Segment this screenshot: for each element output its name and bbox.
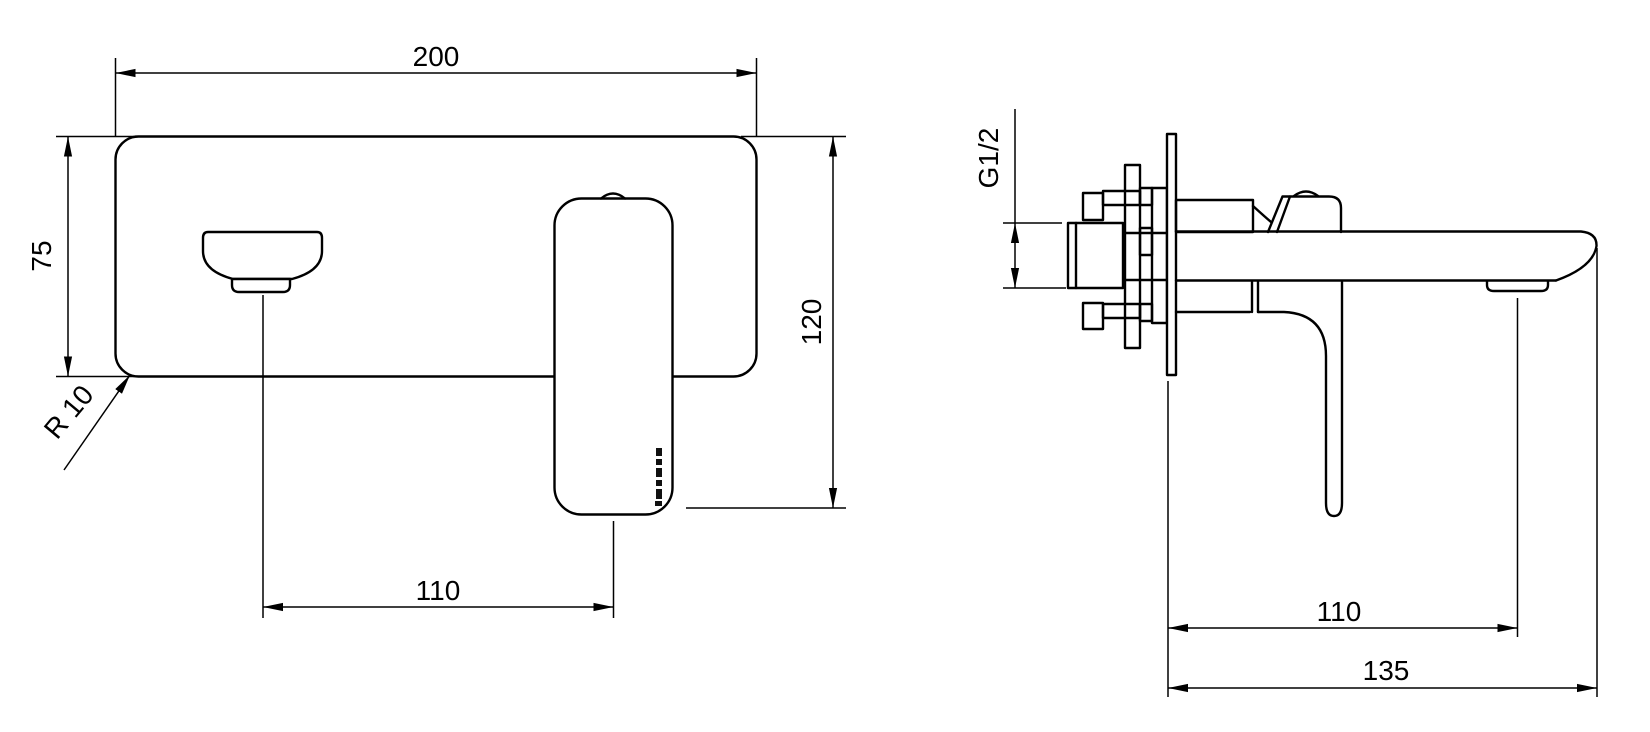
dim-corner-radius: R 10 <box>38 374 131 471</box>
dim-label-r10: R 10 <box>38 379 100 444</box>
inlet-fitting <box>1066 221 1125 290</box>
dim-reach-135: 135 <box>1168 248 1598 697</box>
supply-pipe <box>1121 231 1169 282</box>
aerator-side <box>1485 279 1550 293</box>
bracket-mid-block <box>1138 226 1154 257</box>
dim-label-110-side: 110 <box>1317 596 1362 627</box>
wall-plate-side <box>1165 132 1178 377</box>
side-view: G1/2 110 135 <box>973 109 1598 697</box>
brand-logo-mark <box>655 448 662 506</box>
mixer-handle-front <box>553 197 674 516</box>
fixing-screw-top <box>1081 186 1154 222</box>
front-view: 200 75 120 110 R 10 <box>26 41 846 618</box>
dim-width-200: 200 <box>114 41 758 136</box>
dim-label-120: 120 <box>796 299 827 346</box>
dim-spacing-110: 110 <box>262 295 615 618</box>
dim-height-120: 120 <box>686 135 846 509</box>
dim-label-135: 135 <box>1363 655 1410 686</box>
cartridge-housing <box>1174 198 1255 234</box>
handle-pivot-dome <box>599 192 627 200</box>
dim-label-75: 75 <box>26 240 57 271</box>
dim-label-200: 200 <box>413 41 460 72</box>
spout-outlet <box>201 230 324 281</box>
bracket-plate-inner <box>1123 163 1142 350</box>
fixing-screw-bottom <box>1081 301 1154 331</box>
spout-aerator-lip <box>230 277 292 294</box>
handle-lever-side <box>1174 280 1344 518</box>
housing-handle-joint <box>1251 204 1273 224</box>
dim-reach-110: 110 <box>1167 298 1519 697</box>
bracket-plate-outer <box>1150 186 1169 325</box>
dim-label-110-front: 110 <box>416 575 461 606</box>
dim-thread-g12: G1/2 <box>973 109 1066 289</box>
dim-label-g12: G1/2 <box>973 128 1004 189</box>
spout-side <box>1174 230 1598 293</box>
mixer-handle-side-top <box>1266 190 1343 234</box>
dim-height-75: 75 <box>26 135 140 378</box>
